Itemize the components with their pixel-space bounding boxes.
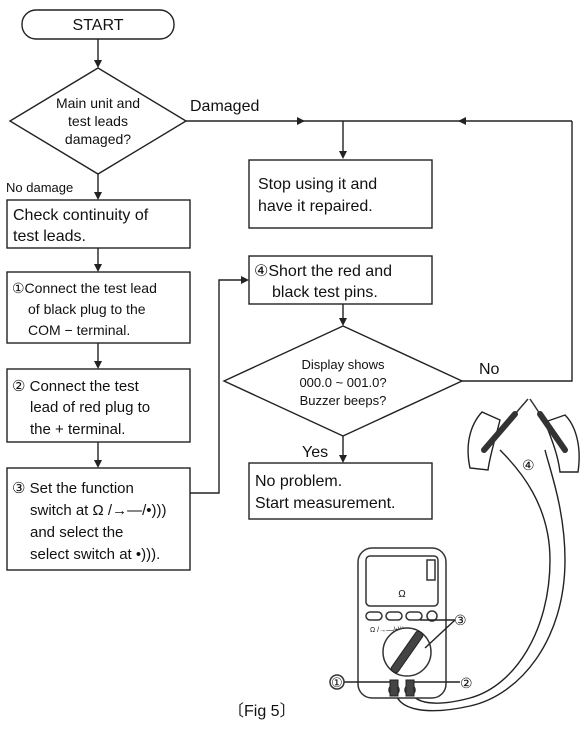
step4-box (248, 255, 433, 305)
decision2-line1: Display shows (301, 357, 385, 372)
red-lead-cable (409, 449, 551, 704)
step3-box (6, 467, 191, 571)
decision2-line3: Buzzer beeps? (300, 393, 387, 408)
red-probe (537, 411, 568, 453)
arrow-head (94, 192, 102, 200)
meter-button (405, 611, 423, 621)
step3-line1: ③ Set the function (12, 480, 134, 497)
arrow-head (339, 151, 347, 159)
check-line2: test leads. (13, 228, 86, 245)
step1-line3: COM − terminal. (28, 322, 130, 338)
arrow-head (339, 455, 347, 463)
step2-line2: lead of red plug to (30, 399, 150, 416)
callout-1: ① (331, 675, 343, 690)
no-label: No (479, 361, 500, 378)
check-line1: Check continuity of (13, 207, 149, 224)
callout-3: ③ (454, 612, 467, 628)
step1-box (6, 271, 191, 344)
decision1-line3: damaged? (65, 131, 131, 147)
yes-label: Yes (302, 444, 328, 461)
black-plug (389, 679, 399, 697)
ok-line1: No problem. (255, 473, 342, 490)
red-probe-tip (529, 398, 541, 415)
ok-line2: Start measurement. (255, 495, 396, 512)
callout-line (424, 619, 456, 649)
meter-display (365, 555, 439, 607)
multimeter-illustration: Ω Ω /→—/•))) ① ② ③ ④ (329, 398, 580, 712)
stop-line1: Stop using it and (258, 176, 377, 193)
meter-button (385, 611, 403, 621)
ok-box (248, 462, 433, 520)
arrow-head (94, 60, 102, 68)
left-hand (467, 411, 501, 471)
arrow-head (94, 361, 102, 369)
arrow-head (94, 264, 102, 272)
display-ncv (426, 559, 436, 581)
black-lead-cable (394, 449, 566, 712)
no-damage-label: No damage (6, 180, 73, 195)
meter-button (365, 611, 383, 621)
dial-label: Ω /→—/•))) (370, 627, 405, 634)
figure-caption: 〔Fig 5〕 (228, 702, 296, 720)
step3-line2: switch at Ω /→—/•))) (30, 502, 166, 519)
display-ohm: Ω (398, 589, 406, 600)
step3-line3: and select the (30, 524, 123, 541)
connector (190, 279, 243, 494)
arrow-head (241, 276, 249, 284)
step1-line1: ①Connect the test lead (12, 280, 157, 296)
no-loop-connector (462, 121, 573, 382)
decision2-line2: 000.0 ~ 001.0? (299, 375, 386, 390)
callout-4: ④ (522, 457, 535, 473)
red-plug (405, 679, 415, 697)
arrow-head (458, 117, 466, 125)
step1-line2: of black plug to the (28, 301, 146, 317)
callout-circle (329, 674, 345, 690)
step2-line1: ② Connect the test (12, 378, 140, 395)
arrow-head (297, 117, 305, 125)
arrow-head (339, 318, 347, 326)
stop-box (248, 159, 433, 229)
decision1-line1: Main unit and (56, 95, 140, 111)
step2-line3: the + terminal. (30, 421, 125, 438)
switch-knob (390, 630, 424, 674)
select-switch (426, 610, 438, 622)
arrow-head (94, 460, 102, 468)
start-label: START (73, 17, 124, 34)
stop-line2: have it repaired. (258, 198, 373, 215)
step4-line1: ④Short the red and (254, 263, 392, 280)
damaged-label: Damaged (190, 98, 259, 115)
black-probe-tip (514, 398, 529, 415)
callout-2: ② (460, 675, 473, 691)
decision1-line2: test leads (68, 113, 128, 129)
black-probe (481, 411, 518, 453)
step4-line2: black test pins. (272, 284, 378, 301)
step3-line4: select switch at •))). (30, 546, 160, 563)
